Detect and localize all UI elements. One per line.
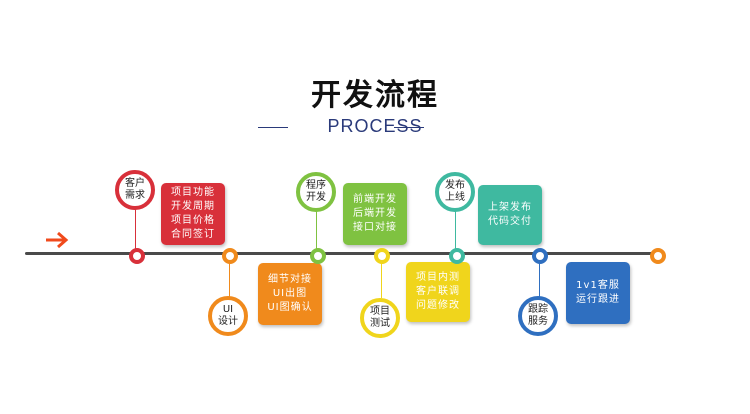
step-circle-4-label: 项目 测试 <box>370 306 390 329</box>
step-box-1-text: 项目功能 开发周期 项目价格 合同签订 <box>171 187 215 240</box>
step-circle-4: 项目 测试 <box>360 298 400 338</box>
stem-step-1 <box>135 204 136 252</box>
step-circle-1: 客户 需求 <box>115 170 155 210</box>
step-circle-2: UI 设计 <box>208 296 248 336</box>
step-box-4-text: 项目内测 客户联调 问题修改 <box>416 272 460 311</box>
step-box-5-text: 上架发布 代码交付 <box>488 202 532 227</box>
timeline-end-node <box>650 248 666 264</box>
stem-step-2 <box>229 260 230 298</box>
subtitle-row: PROCESS <box>0 116 750 138</box>
timeline <box>25 252 665 255</box>
step-box-4: 项目内测 客户联调 问题修改 <box>406 262 470 322</box>
timeline-node-1 <box>129 248 145 264</box>
step-box-3-text: 前端开发 后端开发 接口对接 <box>353 194 397 233</box>
stem-step-3 <box>316 208 317 252</box>
step-circle-6: 跟踪 服务 <box>518 296 558 336</box>
page-title: 开发流程 <box>311 78 439 113</box>
step-circle-3-label: 程序 开发 <box>306 180 326 203</box>
subtitle-left-line <box>258 127 288 128</box>
step-circle-1-label: 客户 需求 <box>125 178 145 201</box>
stem-step-4 <box>381 260 382 298</box>
step-circle-2-label: UI 设计 <box>218 304 238 327</box>
timeline-node-3 <box>310 248 326 264</box>
subtitle: PROCESS <box>327 116 423 136</box>
stem-step-5 <box>455 208 456 252</box>
timeline-node-4 <box>374 248 390 264</box>
timeline-node-6 <box>532 248 548 264</box>
step-box-2: 细节对接 UI出图 UI图确认 <box>258 263 322 325</box>
step-circle-6-label: 跟踪 服务 <box>528 304 548 327</box>
stem-step-6 <box>539 260 540 298</box>
timeline-node-5 <box>449 248 465 264</box>
step-circle-3: 程序 开发 <box>296 172 336 212</box>
timeline-node-2 <box>222 248 238 264</box>
step-box-2-text: 细节对接 UI出图 UI图确认 <box>267 274 313 313</box>
step-circle-5-label: 发布 上线 <box>445 180 465 203</box>
step-box-5: 上架发布 代码交付 <box>478 185 542 245</box>
step-box-6: 1v1客服 运行跟进 <box>566 262 630 324</box>
subtitle-right-line <box>394 127 424 128</box>
step-box-3: 前端开发 后端开发 接口对接 <box>343 183 407 245</box>
arrow-right-icon <box>46 231 69 249</box>
step-box-6-text: 1v1客服 运行跟进 <box>576 280 620 305</box>
step-circle-5: 发布 上线 <box>435 172 475 212</box>
step-box-1: 项目功能 开发周期 项目价格 合同签订 <box>161 183 225 245</box>
